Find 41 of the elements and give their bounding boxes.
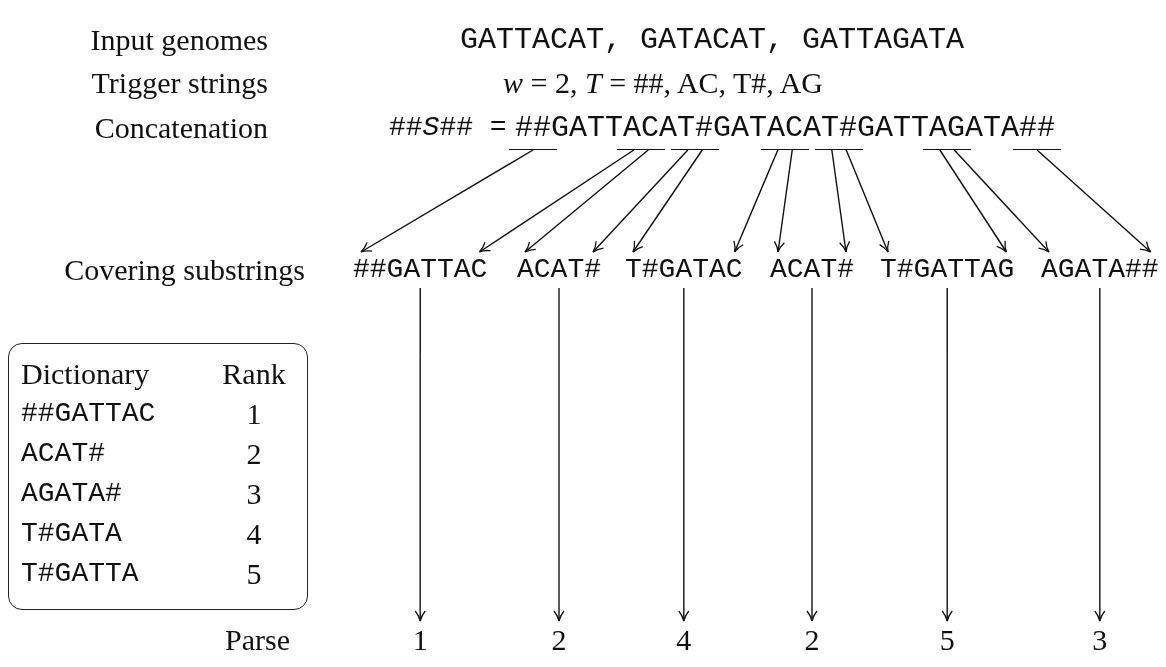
rank-value: 1 bbox=[245, 399, 263, 429]
trigger-definition: w = 2, T = ##, AC, T#, AG bbox=[503, 68, 824, 98]
row-label: Covering substrings bbox=[64, 255, 305, 285]
underline-bar bbox=[761, 149, 810, 150]
dictionary-phrase: ACAT# bbox=[21, 440, 105, 468]
row-label: Concatenation bbox=[94, 113, 268, 143]
underline-bar bbox=[1013, 149, 1062, 150]
parse-rank: 2 bbox=[804, 625, 820, 655]
parse-rank: 4 bbox=[676, 625, 692, 655]
underline-bar bbox=[509, 149, 557, 150]
rank-value: 5 bbox=[245, 559, 263, 589]
dictionary-phrase: T#GATTA bbox=[21, 560, 139, 588]
dictionary-phrase: AGATA# bbox=[21, 480, 122, 508]
concatenated-sequence: ##GATTACAT#GATACAT#GATTAGATA## bbox=[515, 113, 1056, 143]
covering-substring: T#GATTAG bbox=[880, 256, 1015, 284]
column-header: Rank bbox=[221, 359, 287, 389]
rank-value: 3 bbox=[245, 479, 263, 509]
rank-value: 2 bbox=[245, 439, 263, 469]
covering-substring: ACAT# bbox=[517, 256, 601, 284]
parse-rank: 2 bbox=[551, 625, 567, 655]
underline-bar bbox=[923, 149, 972, 150]
genome-list: GATTACAT, GATACAT, GATTAGATA bbox=[460, 25, 965, 55]
dictionary-phrase: T#GATA bbox=[21, 520, 122, 548]
covering-substring: T#GATAC bbox=[625, 256, 743, 284]
parse-rank: 3 bbox=[1092, 625, 1108, 655]
parse-rank: 5 bbox=[939, 625, 955, 655]
dictionary-table bbox=[8, 343, 308, 610]
row-label: Parse bbox=[225, 625, 290, 655]
covering-substring: AGATA## bbox=[1041, 256, 1159, 284]
row-label: Trigger strings bbox=[91, 68, 268, 98]
dictionary-phrase: ##GATTAC bbox=[21, 400, 156, 428]
row-label: Input genomes bbox=[90, 25, 268, 55]
underline-bar bbox=[671, 149, 719, 150]
parse-rank: 1 bbox=[412, 625, 428, 655]
rank-value: 4 bbox=[245, 519, 263, 549]
covering-substring: ACAT# bbox=[770, 256, 854, 284]
column-header: Dictionary bbox=[21, 359, 150, 389]
underline-bar bbox=[617, 149, 665, 150]
underline-bar bbox=[815, 149, 864, 150]
concatenation-prefix: ##S## = bbox=[389, 114, 507, 142]
covering-substring: ##GATTAC bbox=[353, 256, 488, 284]
